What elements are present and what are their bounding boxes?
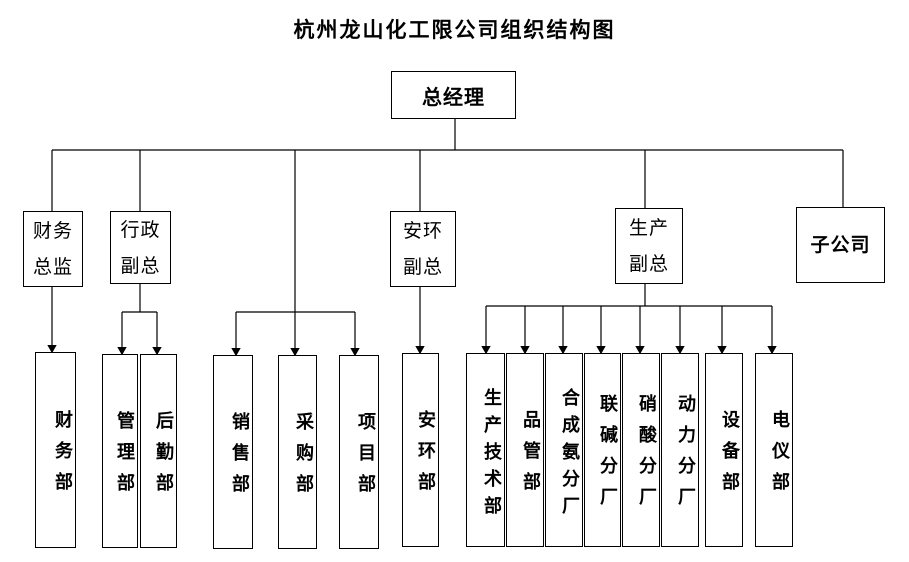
dept-production-tech-label: 生产技术部: [481, 387, 502, 523]
production-vp-label-1: 生产: [628, 217, 669, 239]
admin-vp-label-2: 副总: [120, 254, 161, 277]
dept-logistics-label: 后勤部: [153, 410, 174, 504]
dept-finance-label: 财务部: [52, 409, 73, 503]
dept-soda-plant-label: 联碱分厂: [597, 394, 618, 518]
dept-equipment-label: 设备部: [719, 409, 740, 503]
chart-title: 杭州龙山化工限公司组织结构图: [293, 18, 616, 42]
dept-management: 管理部: [102, 354, 138, 548]
dept-power-plant: 动力分厂: [661, 353, 699, 547]
dept-power-plant-label: 动力分厂: [675, 394, 696, 518]
subsidiary-label: 子公司: [810, 234, 871, 256]
production-vp-label-2: 副总: [628, 253, 669, 275]
dept-safety-env-label: 安环部: [415, 409, 436, 503]
general-manager-box: 总经理: [391, 71, 516, 119]
dept-purchasing-label: 采购部: [293, 411, 314, 505]
dept-safety-env: 安环部: [402, 353, 439, 547]
dept-ammonia-plant-label: 合成氨分厂: [559, 387, 580, 523]
finance-director-label-2: 总监: [32, 256, 73, 278]
safety-env-vp-box: 安环 副总: [390, 211, 456, 287]
finance-director-label-1: 财务: [32, 220, 73, 242]
dept-project-label: 项目部: [355, 411, 376, 505]
dept-equipment: 设备部: [705, 353, 743, 547]
general-manager-label: 总经理: [422, 84, 485, 109]
dept-production-tech: 生产技术部: [466, 353, 505, 547]
dept-quality-label: 品管部: [520, 409, 541, 503]
dept-nitric-plant: 硝酸分厂: [622, 353, 660, 547]
finance-director-box: 财务 总监: [23, 211, 83, 287]
subsidiary-box: 子公司: [796, 207, 885, 283]
dept-soda-plant: 联碱分厂: [584, 353, 621, 547]
dept-electrical: 电仪部: [755, 353, 793, 547]
dept-project: 项目部: [339, 355, 379, 549]
dept-quality: 品管部: [506, 353, 544, 547]
dept-finance: 财务部: [35, 352, 76, 548]
dept-logistics: 后勤部: [140, 354, 177, 548]
dept-sales: 销售部: [213, 355, 253, 549]
production-vp-box: 生产 副总: [615, 208, 683, 284]
admin-vp-box: 行政 副总: [110, 211, 171, 284]
safety-env-vp-label-1: 安环: [402, 220, 443, 242]
dept-sales-label: 销售部: [229, 411, 250, 505]
admin-vp-label-1: 行政: [120, 218, 161, 241]
dept-management-label: 管理部: [114, 410, 135, 504]
safety-env-vp-label-2: 副总: [402, 256, 443, 278]
dept-electrical-label: 电仪部: [769, 409, 790, 503]
dept-purchasing: 采购部: [278, 355, 317, 549]
dept-ammonia-plant: 合成氨分厂: [545, 353, 583, 547]
dept-nitric-plant-label: 硝酸分厂: [636, 394, 657, 518]
